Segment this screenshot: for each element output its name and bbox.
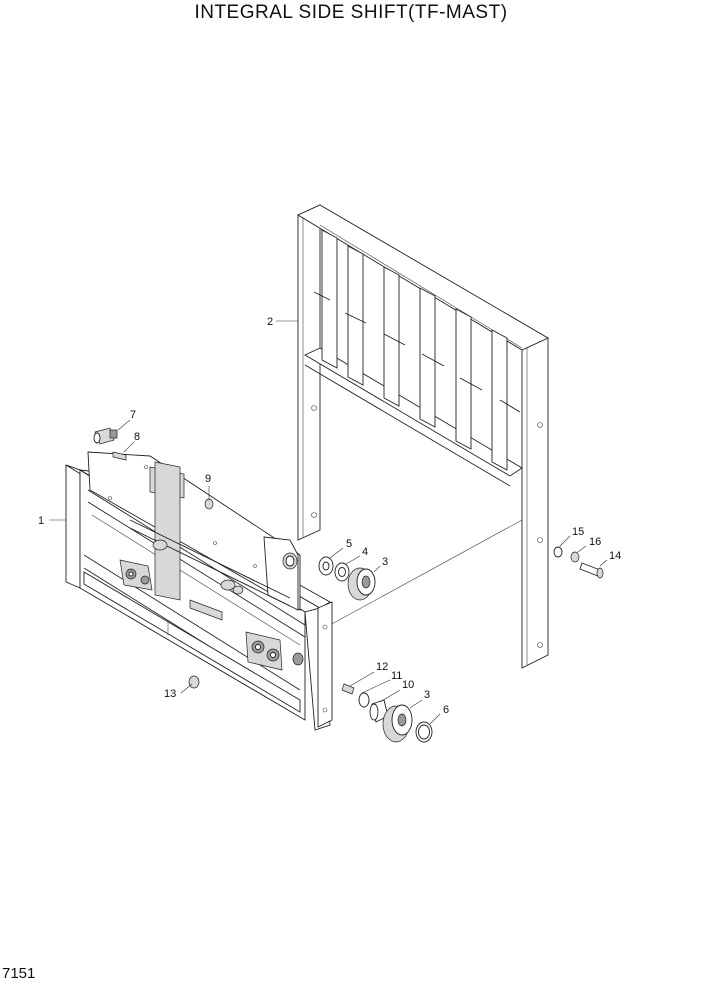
callout-12: 12 [376, 661, 388, 673]
callout-10: 10 [402, 679, 414, 691]
page-title: INTEGRAL SIDE SHIFT(TF-MAST) [194, 2, 508, 23]
callout-2: 2 [267, 316, 273, 328]
callout-7: 7 [130, 409, 136, 421]
callout-1: 1 [38, 515, 44, 527]
callout-4: 4 [362, 546, 368, 558]
callout-5: 5 [346, 538, 352, 550]
callout-8: 8 [134, 431, 140, 443]
pin-part [341, 683, 355, 695]
shim-4-part [334, 562, 350, 582]
bearing-upper-part [347, 567, 376, 601]
callout-3-upper: 3 [382, 556, 388, 568]
spring-washer-part [570, 551, 580, 563]
washer-5-part [318, 556, 334, 576]
o-ring-part [358, 692, 370, 708]
nut-part [188, 675, 200, 689]
callout-labels: 1 2 3 3 4 5 6 7 8 9 10 11 12 13 14 15 16 [38, 316, 621, 716]
callout-6: 6 [443, 704, 449, 716]
callout-11: 11 [391, 670, 402, 682]
grease-fitting-part [93, 427, 118, 445]
callout-3-lower: 3 [424, 689, 430, 701]
washer-15-part [553, 546, 563, 558]
callout-14: 14 [609, 550, 621, 562]
callout-13: 13 [164, 688, 176, 700]
set-screw-part [112, 451, 127, 461]
page-number: 7151 [2, 965, 36, 982]
callout-16: 16 [589, 536, 601, 548]
bearing-lower-part [382, 704, 413, 743]
side-shift-carriage-part [65, 451, 333, 731]
callout-15: 15 [572, 526, 584, 538]
bolt-part [579, 562, 604, 579]
leader-lines [49, 320, 608, 725]
load-backrest-part [297, 204, 549, 669]
small-nut-part [204, 498, 214, 510]
snap-ring-part [415, 721, 433, 743]
callout-9: 9 [205, 473, 211, 485]
